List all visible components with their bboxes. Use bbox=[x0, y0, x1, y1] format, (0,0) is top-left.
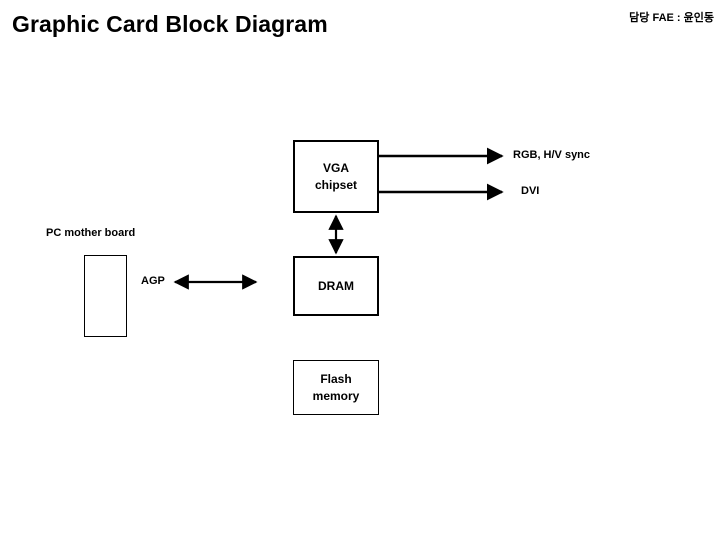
owner-note: 담당 FAE : 윤인동 bbox=[629, 12, 714, 24]
label-agp: AGP bbox=[141, 275, 165, 287]
label-pc-motherboard: PC mother board bbox=[46, 227, 136, 239]
label-rgb-hv-sync: RGB, H/V sync bbox=[513, 149, 591, 161]
block-dram-label: DRAM bbox=[318, 278, 354, 293]
block-flash-memory[interactable]: Flash memory bbox=[293, 360, 379, 415]
block-flash-memory-label: Flash memory bbox=[312, 371, 360, 403]
block-vga-chipset-label: VGA chipset bbox=[314, 160, 357, 192]
block-pc-motherboard[interactable] bbox=[84, 255, 127, 337]
block-vga-chipset[interactable]: VGA chipset bbox=[293, 140, 379, 213]
label-dvi: DVI bbox=[521, 185, 540, 197]
block-dram[interactable]: DRAM bbox=[293, 256, 379, 316]
page-title: Graphic Card Block Diagram bbox=[12, 11, 328, 37]
